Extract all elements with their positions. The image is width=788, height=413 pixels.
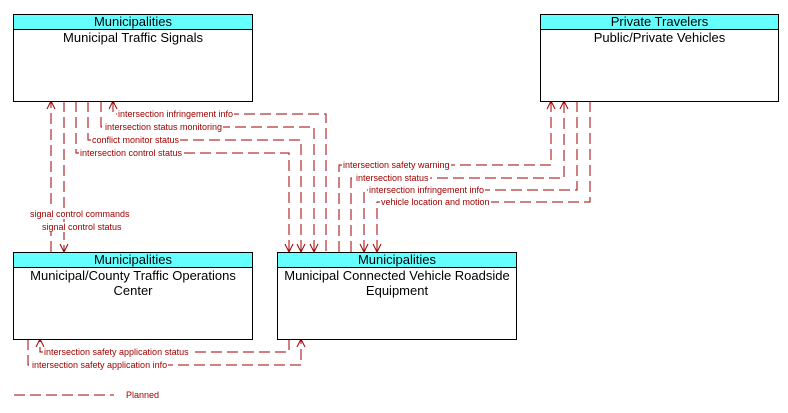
connected-vehicle-roadside-equipment-box[interactable]: Municipalities Municipal Connected Vehic… [277,252,517,340]
flow-label-intersection-safety-application-status: intersection safety application status [43,347,190,357]
flow-label-intersection-control-status: intersection control status [79,148,184,158]
flow-label-signal-control-commands: signal control commands [29,209,131,219]
flow-line-intersection-status[interactable] [350,101,565,252]
flow-line-intersection-control-status[interactable] [75,101,290,252]
municipal-traffic-signals-box[interactable]: Municipalities Municipal Traffic Signals [13,14,253,102]
box-element-name: Public/Private Vehicles [593,30,726,45]
legend-planned-label: Planned [126,390,160,400]
box-element-name: Municipal/County Traffic Operations Cent… [30,268,236,298]
flow-label-intersection-status: intersection status [355,173,430,183]
box-element-name: Municipal Traffic Signals [63,30,203,45]
flow-label-intersection-safety-application-info: intersection safety application info [31,360,169,370]
traffic-operations-center-box[interactable]: Municipalities Municipal/County Traffic … [13,252,253,340]
box-category-header: Private Travelers [541,15,778,30]
box-element-name: Municipal Connected Vehicle Roadside Equ… [284,268,510,298]
flow-label-intersection-safety-warning: intersection safety warning [342,160,451,170]
flow-label-conflict-monitor-status: conflict monitor status [91,135,181,145]
flow-label-vehicle-location-and-motion: vehicle location and motion [380,197,491,207]
flow-line-vehicle-location-and-motion[interactable] [376,101,591,252]
box-category-header: Municipalities [278,253,516,268]
public-private-vehicles-box[interactable]: Private Travelers Public/Private Vehicle… [540,14,779,102]
box-category-header: Municipalities [14,15,252,30]
flow-label-intersection-infringement-info-vehicles: intersection infringement info [368,185,486,195]
flow-label-intersection-infringement-info-signals: intersection infringement info [117,109,235,119]
box-category-header: Municipalities [14,253,252,268]
flow-label-signal-control-status: signal control status [41,222,123,232]
flow-line-conflict-monitor-status[interactable] [87,101,302,252]
flow-label-intersection-status-monitoring: intersection status monitoring [104,122,224,132]
